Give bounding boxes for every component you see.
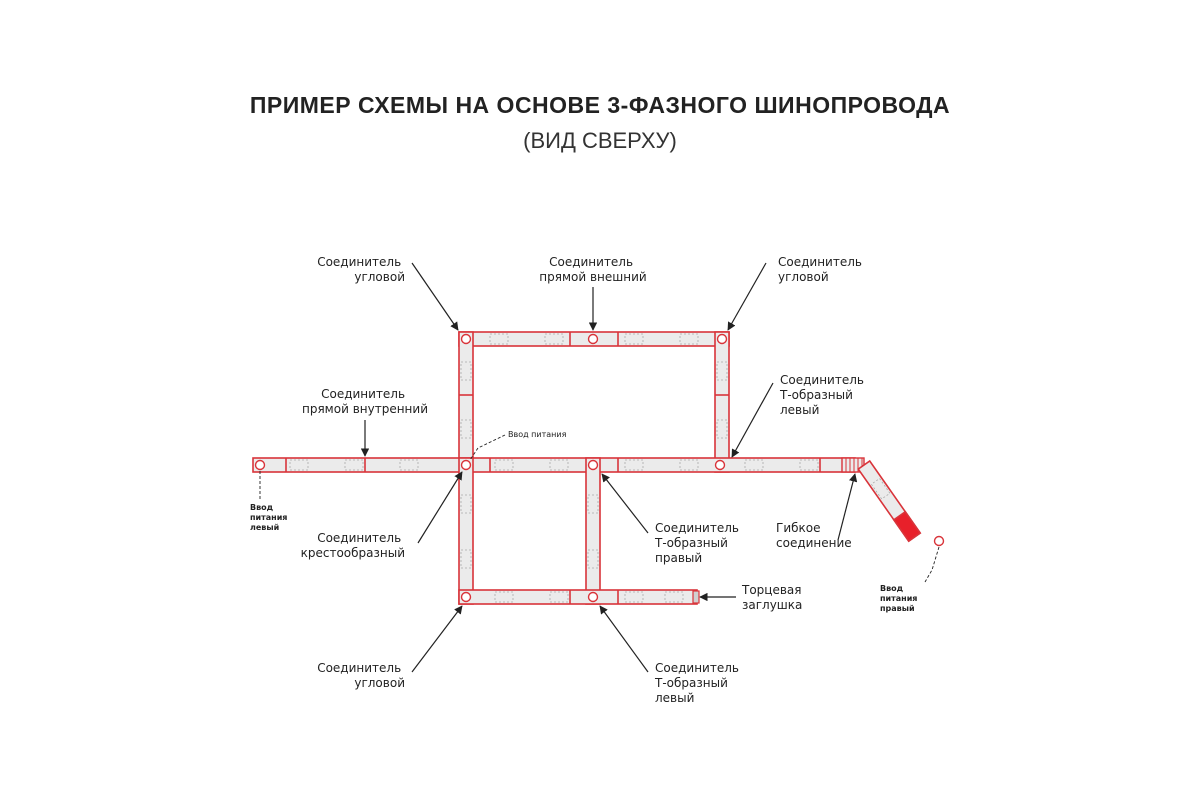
track-inner-vertical xyxy=(585,457,601,605)
label-end-cap: Торцевая заглушка xyxy=(741,583,805,612)
track-angled xyxy=(857,459,922,543)
label-t-right: Соединитель Т-образный правый xyxy=(654,521,743,565)
leader-power-right xyxy=(924,546,940,583)
page-subtitle: (ВИД СВЕРХУ) xyxy=(523,128,677,153)
track-system xyxy=(252,331,856,605)
label-corner-top-right: Соединитель угловой xyxy=(778,255,866,284)
page-title: ПРИМЕР СХЕМЫ НА ОСНОВЕ 3-ФАЗНОГО ШИНОПРО… xyxy=(249,92,951,118)
label-t-left-bottom: Соединитель Т-образный левый xyxy=(654,661,743,705)
arrow-corner-top-left xyxy=(411,262,459,331)
track-bottom xyxy=(458,589,698,605)
label-corner-bottom-left: Соединитель угловой xyxy=(317,661,405,690)
power-feed-right xyxy=(892,510,922,543)
arrow-t-left-bottom xyxy=(599,605,649,673)
arrow-flexible xyxy=(837,473,858,541)
joint-markers xyxy=(254,333,945,603)
label-corner-top-left: Соединитель угловой xyxy=(317,255,405,284)
track-left-upper xyxy=(458,331,474,473)
label-power-right: Ввод питания правый xyxy=(880,584,920,613)
label-t-left-top: Соединитель Т-образный левый xyxy=(779,373,868,417)
arrow-t-left-top xyxy=(731,382,774,458)
straight-connectors xyxy=(285,332,821,604)
arrow-cross xyxy=(417,471,463,544)
labels: Соединитель угловой Соединитель прямой в… xyxy=(250,255,920,705)
end-cap xyxy=(692,590,700,604)
arrow-t-right xyxy=(601,473,649,534)
label-straight-inner: Соединитель прямой внутренний xyxy=(302,387,428,416)
label-power-left: Ввод питания левый xyxy=(250,503,290,532)
arrow-corner-bottom-left xyxy=(411,605,463,673)
label-power-input: Ввод питания xyxy=(508,430,567,439)
track-left-lower xyxy=(458,457,474,605)
track-section-details xyxy=(289,333,819,603)
leader-power-input xyxy=(469,434,506,461)
label-flexible: Гибкое соединение xyxy=(776,521,852,550)
arrow-corner-top-right xyxy=(727,262,767,331)
track-right xyxy=(714,331,730,473)
label-straight-outer: Соединитель прямой внешний xyxy=(539,255,646,284)
leader-arrows xyxy=(360,262,858,673)
label-cross: Соединитель крестообразный xyxy=(301,531,405,560)
